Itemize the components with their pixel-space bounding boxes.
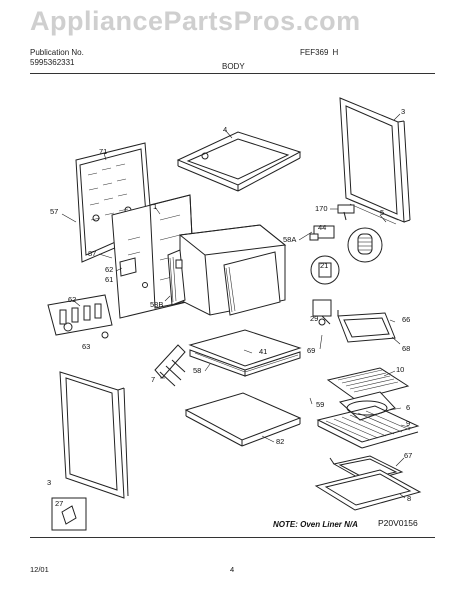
- terminal-block-drawing: [47, 294, 113, 339]
- detail-inset-drawing: [51, 497, 87, 531]
- callout-57: 57: [50, 207, 59, 216]
- side-panel-bottom-drawing: [59, 371, 129, 499]
- publication-number: 5995362331: [30, 58, 75, 67]
- figure-code: P20V0156: [378, 518, 418, 528]
- leader-lines: [61, 113, 413, 499]
- callout-29: 29: [310, 314, 319, 323]
- watermark: AppliancePartsPros.com: [30, 6, 361, 36]
- callout-7: 7: [151, 375, 156, 384]
- callout-6: 6: [406, 403, 411, 412]
- callout-58: 58: [193, 366, 202, 375]
- callout-3-top: 3: [401, 107, 406, 116]
- footer-date: 12/01: [30, 565, 49, 574]
- callout-62-upper: 62: [105, 265, 114, 274]
- header-divider: [30, 73, 435, 74]
- callout-9: 9: [406, 419, 411, 428]
- top-frame-drawing: [176, 131, 302, 192]
- oven-rack-drawing: [316, 405, 420, 449]
- callout-71: 71: [99, 147, 108, 156]
- callout-41: 41: [259, 347, 268, 356]
- callout-44: 44: [318, 223, 327, 232]
- footer-divider: [30, 537, 435, 538]
- callout-69: 69: [307, 346, 316, 355]
- publication-label: Publication No.: [30, 48, 84, 57]
- bottom-panel-drawing: [184, 392, 302, 447]
- section-title: BODY: [222, 62, 245, 71]
- broil-pan-drawing: [326, 367, 410, 421]
- callout-58B: 58B: [150, 300, 164, 309]
- callout-3-bottom: 3: [47, 478, 52, 487]
- callout-21: 21: [320, 261, 329, 270]
- components-drawing: [309, 204, 383, 326]
- insulation-drawing: [188, 329, 302, 377]
- side-panel-top-drawing: [339, 97, 411, 225]
- bottom-tray-drawing: [314, 469, 422, 511]
- callout-61: 61: [105, 275, 114, 284]
- callout-27: 27: [55, 499, 64, 508]
- callout-66: 66: [402, 315, 411, 324]
- callout-63: 63: [82, 342, 91, 351]
- callout-62-lower: 62: [68, 295, 77, 304]
- callout-87: 87: [88, 249, 97, 258]
- page-number: 4: [230, 565, 235, 574]
- callout-8: 8: [407, 494, 412, 503]
- oven-liner-note: NOTE: Oven Liner N/A: [273, 520, 358, 529]
- callout-10: 10: [396, 365, 405, 374]
- callout-1: 1: [153, 202, 158, 211]
- broil-element-drawing: [337, 310, 396, 343]
- callout-170: 170: [315, 204, 328, 213]
- hinge-drawing: [154, 344, 186, 387]
- callout-59: 59: [316, 400, 325, 409]
- callout-82: 82: [276, 437, 285, 446]
- callout-68: 68: [402, 344, 411, 353]
- oven-cavity-drawing: [167, 224, 287, 316]
- callout-58A: 58A: [283, 235, 297, 244]
- callout-4: 4: [223, 125, 228, 134]
- callout-5: 5: [380, 208, 385, 217]
- callout-67: 67: [404, 451, 413, 460]
